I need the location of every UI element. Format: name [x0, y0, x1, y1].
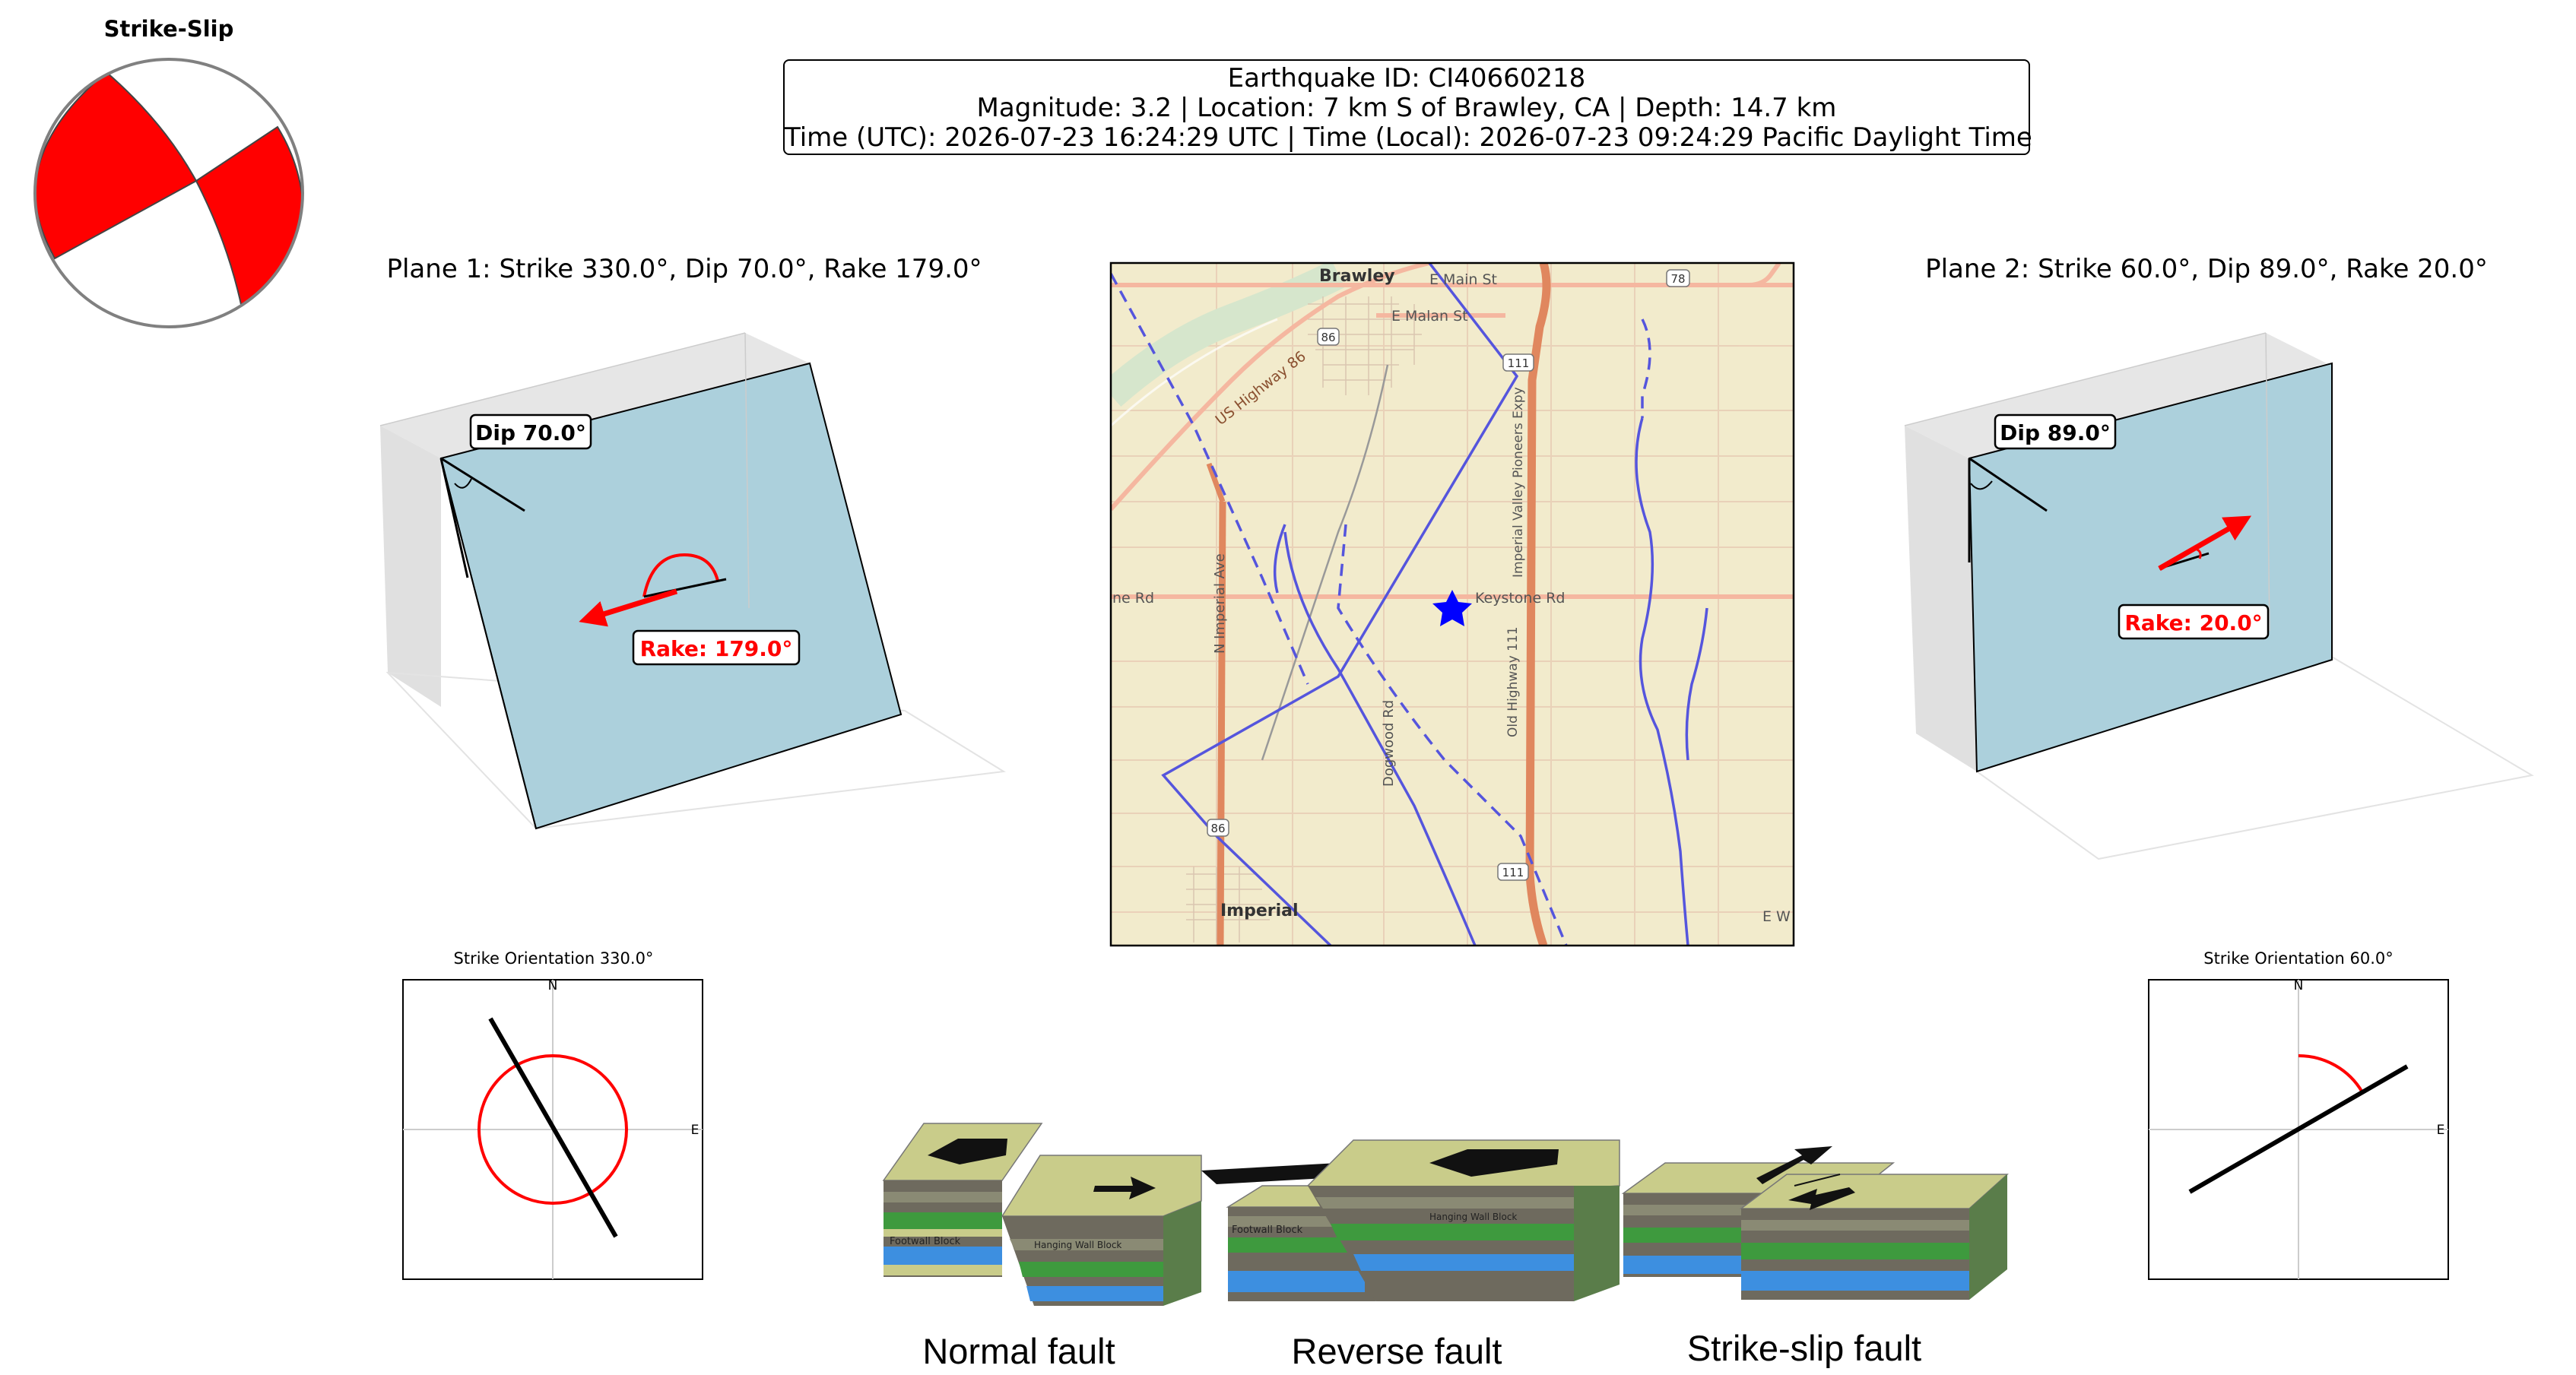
plane1-strike-title: Strike Orientation 330.0°	[454, 949, 654, 968]
map-label-e-w: E W	[1762, 908, 1791, 925]
beachball-compression-quadrant-nw	[35, 71, 198, 260]
epicenter-star-icon	[1432, 590, 1472, 626]
earthquake-magnitude-location: Magnitude: 3.2 | Location: 7 km S of Bra…	[976, 93, 1837, 123]
shield-86-north: 86	[1321, 331, 1335, 344]
location-map: Brawley E Main St E Malan St US Highway …	[1109, 261, 1795, 947]
plane2-dip-label: Dip 89.0°	[2000, 420, 2111, 445]
normal-fault-block: Footwall Block Hanging Wall Block	[882, 1123, 1202, 1306]
plane2-strike-compass: Strike Orientation 60.0° N E	[2148, 949, 2449, 1280]
reverse-footwall-label: Footwall Block	[1232, 1225, 1303, 1236]
shield-111-south: 111	[1502, 866, 1524, 879]
map-label-keystone-rd-left: ne Rd	[1112, 590, 1154, 607]
compass1-north-label: N	[548, 978, 558, 993]
map-label-dogwood-rd: Dogwood Rd	[1381, 700, 1397, 787]
fault-types-illustration: Footwall Block Hanging Wall Block Footwa…	[882, 1123, 2009, 1371]
reverse-hanging-wall-label: Hanging Wall Block	[1429, 1212, 1517, 1222]
plane2-rake-label: Rake: 20.0°	[2124, 610, 2262, 635]
map-label-n-imperial-ave: N Imperial Ave	[1212, 553, 1228, 654]
compass2-east-label: E	[2437, 1123, 2445, 1138]
normal-fault-label: Normal fault	[922, 1331, 1115, 1371]
reverse-fault-block: Footwall Block Hanging Wall Block	[1201, 1139, 1620, 1301]
map-label-imperial-valley-pkwy: Imperial Valley Pioneers Expy	[1511, 387, 1526, 578]
shield-78: 78	[1670, 272, 1685, 286]
shield-111-north: 111	[1508, 356, 1530, 370]
strike-slip-fault-label: Strike-slip fault	[1687, 1328, 1921, 1368]
shield-86-south: 86	[1210, 822, 1225, 835]
earthquake-id: Earthquake ID: CI40660218	[1227, 63, 1586, 93]
compass1-east-label: E	[691, 1123, 700, 1138]
beachball-diagram: Strike-Slip	[33, 16, 304, 328]
plane1-title: Plane 1: Strike 330.0°, Dip 70.0°, Rake …	[386, 254, 982, 284]
plane2-title: Plane 2: Strike 60.0°, Dip 89.0°, Rake 2…	[1925, 254, 2488, 284]
map-label-keystone-rd: Keystone Rd	[1475, 590, 1565, 607]
plane2-3d-fault-diagram: Dip 89.0° Rake: 20.0°	[1904, 332, 2534, 860]
earthquake-time: Time (UTC): 2026-07-23 16:24:29 UTC | Ti…	[785, 122, 2032, 153]
map-label-brawley: Brawley	[1319, 267, 1395, 286]
plane1-strike-compass: Strike Orientation 330.0° N E	[402, 949, 703, 1280]
map-label-e-main-st: E Main St	[1429, 271, 1497, 288]
map-label-imperial: Imperial	[1220, 901, 1299, 920]
strike-slip-fault-block	[1621, 1146, 2009, 1300]
normal-footwall-label: Footwall Block	[890, 1236, 961, 1247]
beachball-title: Strike-Slip	[104, 16, 234, 42]
plane1-rake-label: Rake: 179.0°	[640, 636, 793, 661]
normal-hanging-wall-label: Hanging Wall Block	[1034, 1240, 1121, 1250]
plane1-3d-fault-diagram: Dip 70.0° Rake: 179.0°	[379, 332, 1006, 830]
reverse-fault-label: Reverse fault	[1292, 1331, 1502, 1371]
earthquake-info-box: Earthquake ID: CI40660218 Magnitude: 3.2…	[783, 59, 2032, 155]
compass2-north-label: N	[2294, 978, 2304, 993]
plane2-strike-title: Strike Orientation 60.0°	[2203, 949, 2394, 968]
plane1-dip-label: Dip 70.0°	[475, 420, 586, 445]
map-label-e-malan-st: E Malan St	[1391, 308, 1468, 325]
map-label-old-highway-111: Old Highway 111	[1505, 626, 1521, 737]
